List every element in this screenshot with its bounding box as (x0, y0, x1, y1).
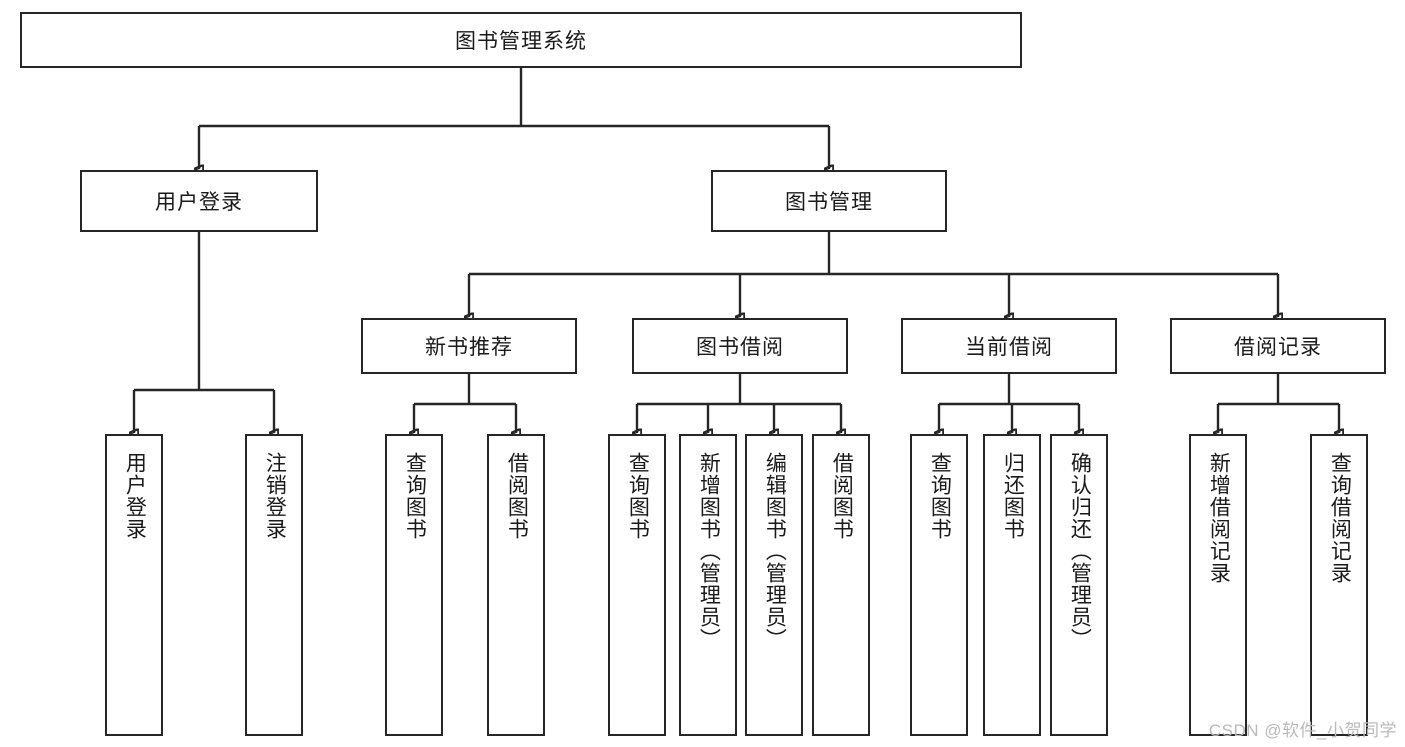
node-leaves-4[interactable]: 查询图书 (608, 434, 666, 736)
node-leaves-9[interactable]: 归还图书 (983, 434, 1041, 736)
node-leaves-3[interactable]: 借阅图书 (487, 434, 545, 736)
node-label: 归还图书 (1001, 452, 1025, 540)
node-leaves-11[interactable]: 新增借阅记录 (1189, 434, 1247, 736)
node-leaves-2[interactable]: 查询图书 (385, 434, 443, 736)
node-label: 图书借阅 (696, 336, 784, 359)
node-leaves-12[interactable]: 查询借阅记录 (1310, 434, 1368, 736)
node-label: 查询借阅记录 (1328, 452, 1352, 584)
node-label: 注销登录 (263, 452, 287, 540)
node-leaves-10[interactable]: 确认归还（管理员） (1050, 434, 1108, 736)
node-leaves-0[interactable]: 用户登录 (105, 434, 163, 736)
node-leaves-8[interactable]: 查询图书 (910, 434, 968, 736)
node-label: 借阅图书 (830, 452, 854, 540)
node-label: 新增图书（管理员） (697, 452, 721, 650)
watermark: CSDN @软件_小贺同学 (1208, 721, 1397, 740)
node-label: 图书管理 (785, 191, 873, 214)
node-level3-2[interactable]: 当前借阅 (901, 318, 1117, 374)
node-label: 借阅记录 (1234, 336, 1322, 359)
node-leaves-7[interactable]: 借阅图书 (812, 434, 870, 736)
node-label: 编辑图书（管理员） (763, 452, 787, 650)
node-label: 查询图书 (626, 452, 650, 540)
node-leaves-5[interactable]: 新增图书（管理员） (679, 434, 737, 736)
node-label: 查询图书 (403, 452, 427, 540)
node-level2-1[interactable]: 图书管理 (711, 170, 947, 232)
node-level3-1[interactable]: 图书借阅 (632, 318, 848, 374)
node-label: 图书管理系统 (455, 30, 587, 53)
node-level2-0[interactable]: 用户登录 (80, 170, 318, 232)
node-label: 新书推荐 (425, 336, 513, 359)
node-label: 查询图书 (928, 452, 952, 540)
node-root[interactable]: 图书管理系统 (20, 12, 1022, 68)
node-level3-3[interactable]: 借阅记录 (1170, 318, 1386, 374)
node-level3-0[interactable]: 新书推荐 (361, 318, 577, 374)
node-label: 用户登录 (155, 191, 243, 214)
node-leaves-6[interactable]: 编辑图书（管理员） (745, 434, 803, 736)
node-label: 确认归还（管理员） (1068, 452, 1092, 650)
node-label: 当前借阅 (965, 336, 1053, 359)
node-leaves-1[interactable]: 注销登录 (245, 434, 303, 736)
node-label: 借阅图书 (505, 452, 529, 540)
node-label: 用户登录 (123, 452, 147, 540)
node-label: 新增借阅记录 (1207, 452, 1231, 584)
